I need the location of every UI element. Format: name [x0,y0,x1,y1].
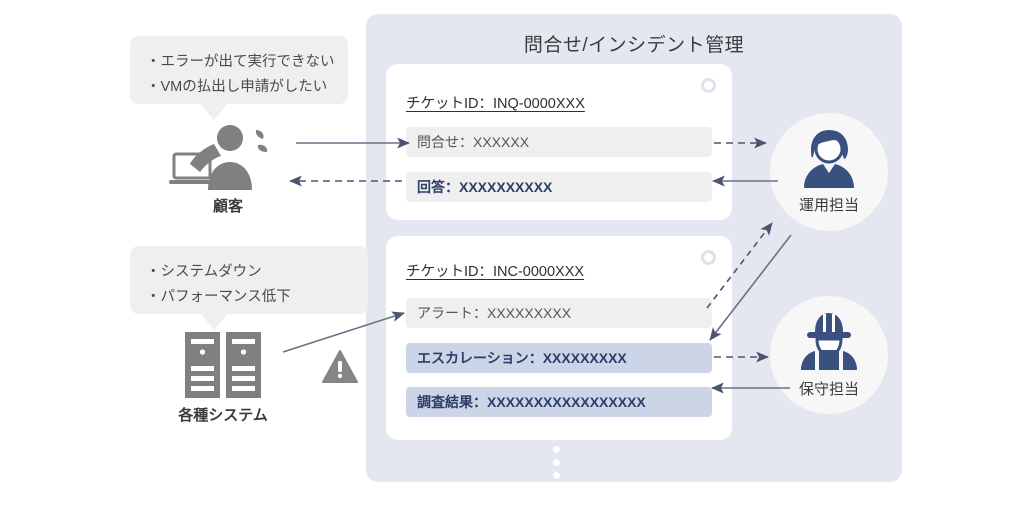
status-ring-icon [701,250,716,265]
operator-person-icon [804,130,854,188]
arrow-systems-to-alert [282,311,405,353]
customer-label: 顧客 [212,198,243,215]
dot [553,472,560,479]
operations-icon-group [799,128,859,190]
dot [553,446,560,453]
bubble-line: ・システムダウン [146,264,262,280]
maintenance-icon-group [797,310,861,372]
page-title: 問合せ/インシデント管理 [523,35,745,56]
server-rack-icon [185,332,261,398]
row-investigation-result[interactable]: 調査結果：XXXXXXXXXXXXXXXXX [406,387,712,417]
arrow-operations-to-escalation [709,234,792,341]
row-inquiry[interactable]: 問合せ：XXXXXX [406,127,712,157]
systems-speech-bubble: ・システムダウン ・パフォーマンス低下 [130,246,368,330]
bubble-tail [200,313,228,330]
maintenance-label: 保守担当 [798,381,859,398]
row-alert[interactable]: アラート：XXXXXXXXX [406,298,712,328]
more-items-dots-icon[interactable] [553,446,560,485]
person-trouble-laptop-icon [169,125,268,190]
operations-label: 運用担当 [798,197,859,214]
ticket-id-label: チケットID：INQ-0000XXX [406,96,585,112]
customer-icon-group [168,118,288,198]
bubble-tail [200,103,228,120]
arrow-escalation-to-operations [706,222,773,309]
ticket-card-incident[interactable]: チケットID：INC-0000XXX アラート：XXXXXXXXX エスカレーシ… [386,236,732,440]
warning-icon-group [322,350,358,384]
status-ring-icon [701,78,716,93]
bubble-line: ・エラーが出て実行できない [146,54,335,70]
customer-speech-bubble: ・エラーが出て実行できない ・VMの払出し申請がしたい [130,36,348,120]
dot [553,459,560,466]
systems-icon-group [183,330,263,400]
systems-label: 各種システム [178,407,268,424]
bubble-line: ・パフォーマンス低下 [146,289,291,306]
bubble-line: ・VMの払出し申請がしたい [146,79,328,96]
ticket-id-label: チケットID：INC-0000XXX [406,264,585,280]
row-escalation[interactable]: エスカレーション：XXXXXXXXX [406,343,712,373]
warning-triangle-icon [322,350,358,383]
helmet-worker-icon [801,313,857,370]
ticket-card-inquiry[interactable]: チケットID：INQ-0000XXX 問合せ：XXXXXX 回答：XXXXXXX… [386,64,732,220]
row-answer[interactable]: 回答：XXXXXXXXXX [406,172,712,202]
